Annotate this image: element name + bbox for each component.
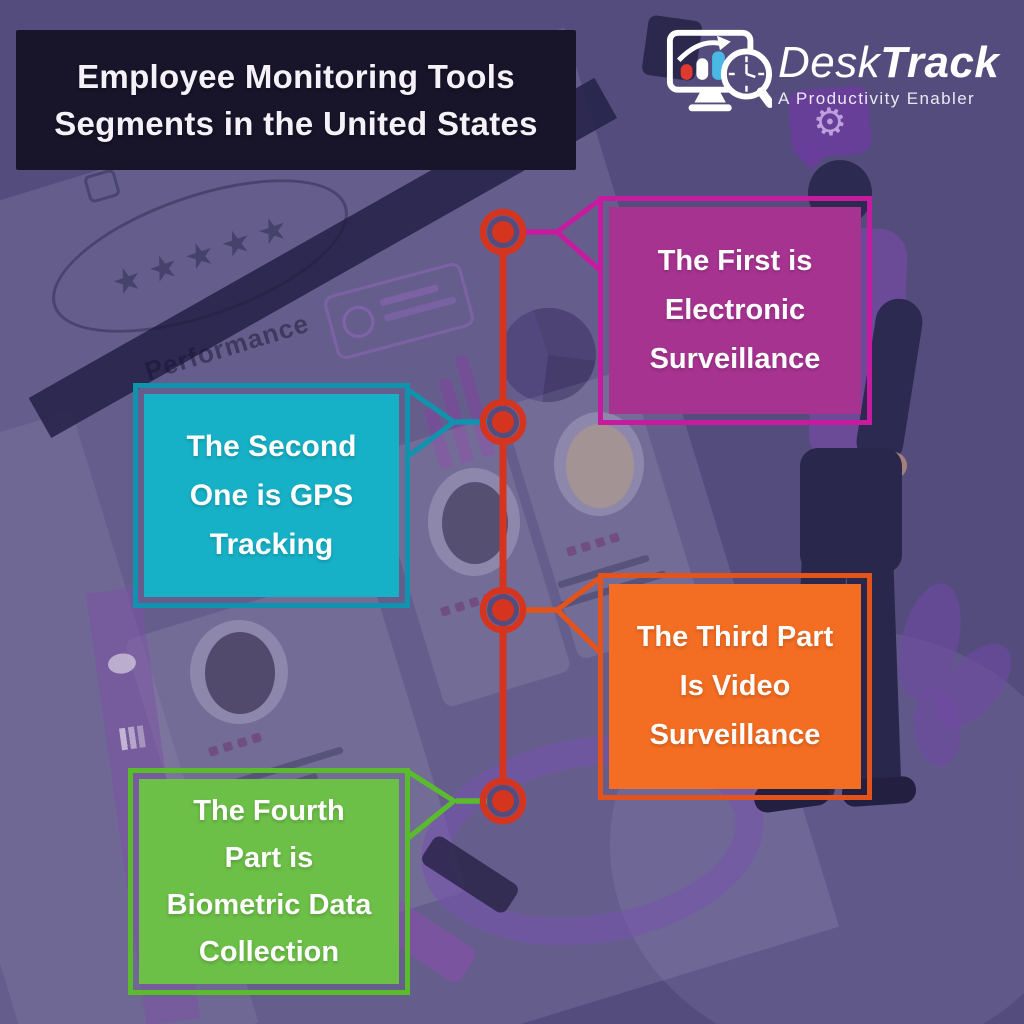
connector-tail-2 bbox=[405, 386, 459, 460]
star-icon: ★ bbox=[215, 220, 257, 267]
avatar bbox=[190, 620, 288, 724]
avatar-face bbox=[442, 482, 508, 564]
connector-tail-3 bbox=[553, 575, 603, 655]
chat-icon bbox=[106, 651, 138, 676]
callout-text-line: Tracking bbox=[209, 528, 334, 561]
callout-text-line: The Second bbox=[186, 430, 357, 463]
avatar bbox=[428, 468, 520, 576]
card-text-line bbox=[379, 284, 440, 307]
callout-text-line: Collection bbox=[198, 935, 340, 968]
node-dot bbox=[492, 411, 514, 433]
avatar bbox=[554, 412, 644, 516]
person-hips bbox=[800, 448, 902, 573]
logo-text: DeskTrack A Productivity Enabler bbox=[778, 39, 999, 109]
callout-text-line: Electronic bbox=[664, 294, 806, 326]
brand-name: DeskTrack bbox=[778, 39, 999, 87]
small-widget-icon bbox=[82, 168, 122, 204]
star-icon: ★ bbox=[106, 258, 148, 304]
node-ring bbox=[479, 777, 527, 825]
smiley-icon bbox=[338, 302, 379, 342]
node-dot bbox=[492, 599, 514, 621]
timeline-node-3 bbox=[479, 586, 527, 634]
magnifier-handle bbox=[419, 833, 521, 916]
rating-dots bbox=[565, 532, 621, 557]
callout-text-line: Biometric Data bbox=[166, 888, 372, 921]
callout-text-line: Surveillance bbox=[649, 343, 821, 375]
node-ring bbox=[479, 208, 527, 256]
monitor-chart-magnifier-icon bbox=[666, 29, 772, 112]
callout-text-line: Is Video bbox=[679, 670, 791, 702]
page-title-line: Segments in the United States bbox=[54, 105, 538, 142]
callout-text-line: The First is bbox=[657, 245, 813, 277]
callout-fill: The Second One is GPS Tracking bbox=[144, 394, 399, 597]
star-icon: ★ bbox=[143, 245, 185, 292]
pie-chart bbox=[487, 295, 609, 415]
node-backplate bbox=[487, 216, 519, 248]
callout-fill: The Fourth Part is Biometric Data Collec… bbox=[139, 779, 399, 984]
title-banner: Employee Monitoring Tools Segments in th… bbox=[16, 30, 576, 170]
node-backplate bbox=[487, 594, 519, 626]
node-ring bbox=[479, 586, 527, 634]
callout-fill: The Third Part Is Video Surveillance bbox=[609, 584, 861, 789]
brand-name-bold: Track bbox=[880, 38, 1000, 87]
plant-leaf bbox=[888, 576, 972, 706]
avatar-face bbox=[205, 632, 275, 714]
callout-electronic-surveillance: The First is Electronic Surveillance bbox=[598, 196, 872, 425]
callout-text-line: Part is bbox=[224, 841, 314, 874]
bar-chart bbox=[410, 344, 508, 470]
page-title-line: Employee Monitoring Tools bbox=[77, 58, 515, 95]
timeline-node-4 bbox=[479, 777, 527, 825]
rating-dots bbox=[439, 592, 495, 617]
callout-gps-tracking: The Second One is GPS Tracking bbox=[133, 383, 410, 608]
node-dot bbox=[492, 221, 514, 243]
plant-leaf bbox=[922, 630, 1024, 740]
node-backplate bbox=[487, 785, 519, 817]
desktrack-logo: DeskTrack A Productivity Enabler bbox=[664, 22, 1024, 126]
card-text-line bbox=[383, 295, 457, 322]
callout-text-line: One is GPS bbox=[189, 479, 354, 512]
node-dot bbox=[492, 790, 514, 812]
node-ring bbox=[479, 398, 527, 446]
connector-tail-1 bbox=[553, 197, 603, 273]
node-backplate bbox=[487, 406, 519, 438]
avatar-face bbox=[566, 424, 634, 508]
brand-name-light: Desk bbox=[778, 38, 881, 87]
callout-biometric-data: The Fourth Part is Biometric Data Collec… bbox=[128, 768, 410, 995]
connector-tail-4 bbox=[405, 768, 459, 841]
person-hand bbox=[880, 452, 907, 479]
star-icon: ★ bbox=[179, 233, 221, 279]
smiley-rating-card bbox=[321, 260, 477, 362]
dashboard-panel bbox=[0, 27, 840, 1024]
plant-leaf bbox=[910, 685, 964, 769]
callout-text-line: The Third Part bbox=[636, 621, 834, 653]
brand-tagline: A Productivity Enabler bbox=[778, 89, 976, 108]
timeline-node-2 bbox=[479, 398, 527, 446]
rating-stars-pill: ★ ★ ★ ★ ★ bbox=[33, 147, 367, 365]
callout-video-surveillance: The Third Part Is Video Surveillance bbox=[598, 573, 872, 800]
callout-fill: The First is Electronic Surveillance bbox=[609, 207, 861, 414]
rating-dots bbox=[207, 732, 263, 757]
callout-text-line: The Fourth bbox=[193, 794, 345, 827]
callout-text-line: Surveillance bbox=[649, 719, 821, 751]
gear-bubble-tail bbox=[797, 141, 827, 171]
chart-icon bbox=[118, 725, 146, 751]
timeline-node-1 bbox=[479, 208, 527, 256]
performance-watermark: Performance bbox=[141, 307, 313, 387]
star-icon: ★ bbox=[252, 208, 294, 254]
